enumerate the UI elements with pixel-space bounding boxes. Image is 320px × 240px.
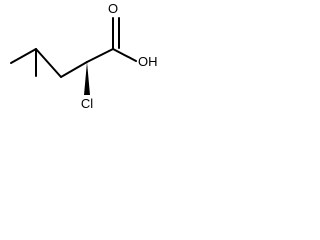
atom-label-hydroxyl: OH bbox=[138, 54, 158, 69]
atom-label-chlorine: Cl bbox=[81, 96, 93, 111]
atom-label-carbonyl-oxygen: O bbox=[108, 1, 118, 16]
bond-ch2-to-stereocenter bbox=[60, 61, 88, 78]
bond-ch-to-ch2 bbox=[35, 48, 62, 78]
bond-carboxyl-to-oh bbox=[112, 48, 137, 62]
stereo-wedge-bond bbox=[84, 62, 90, 95]
chemical-structure-diagram: O OH Cl bbox=[10, 1, 158, 111]
bond-stereocenter-to-carboxyl bbox=[86, 48, 114, 63]
bond-methyl-upper bbox=[10, 48, 37, 64]
